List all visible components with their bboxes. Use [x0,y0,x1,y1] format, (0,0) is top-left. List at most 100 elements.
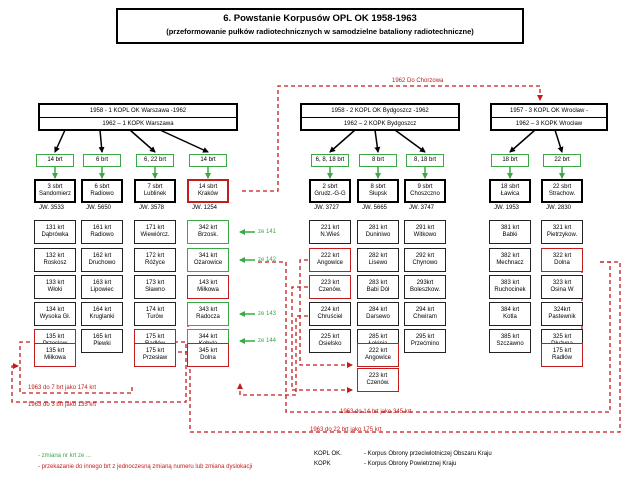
company-number: 293krt [416,279,434,286]
company-number: 225 krt [320,333,340,340]
transfer-label-2: 1963 do 3 brt jako 135 krt [28,402,97,408]
regiment-location: Grudz.-G-G [314,191,346,197]
company-location: Babi Dół [366,287,390,293]
page-subtitle: (przeformowanie pułków radiotechnicznych… [166,27,474,36]
company-number: 383 krt [500,279,520,286]
company-location: Sławno [145,287,165,293]
company-number: 321 krt [552,224,572,231]
company-number: 133 krt [45,279,65,286]
corps-2-line2: 1962 – 2 KOPK Bydgoszcz [343,121,417,127]
legend-red: - przekazanie do innego brt z jednoczesn… [38,464,253,470]
brigade-box: 6, 22 brt [136,154,174,167]
company-location: Przećmino [410,341,440,347]
company-location: Chynowo [412,260,438,266]
brigade-label: 6, 8, 18 brt [315,156,345,163]
transfer-label-3: 1963 do 14 brt jako 345 krt [340,409,412,415]
regiment-jw: JW. 2830 [546,205,572,211]
regiment-number: 7 sbrt [147,183,163,190]
company-location: Plewki [93,341,111,347]
regiment-location: Sandomierz [38,191,71,197]
regiment-number: 8 sbrt [370,183,386,190]
regiment-location: Ławica [500,191,520,197]
regiment-location: Radiowo [90,191,114,197]
company-number: 164 krt [92,306,112,313]
regiment-location: Choszczno [410,191,440,197]
company-location: Wiewiórcz. [140,232,170,238]
company-number: 283 krt [368,279,388,286]
brigade-box: 14 brt [36,154,74,167]
company-location: Czenów. [318,287,342,293]
corps-1-line1: 1958 - 1 KOPL OK Warszawa -1962 [40,105,236,118]
company-number: 161 krt [92,224,112,231]
company-location: Lisewo [368,260,388,266]
company-number: 174 krt [145,306,165,313]
company-number: 285 krt [368,333,388,340]
company-location: Dolna [554,260,570,266]
corps-3-line1: 1957 - 3 KOPL OK Wrocław - [492,105,606,118]
company-location: Szczawno [496,341,524,347]
company-location: Druchowo [88,260,116,266]
company-number: 135 krt [45,333,65,340]
company-location: Lipowiec [90,287,114,293]
brigade-label: 18 brt [502,156,518,163]
company-location: Ruchocinek [494,287,526,293]
company-location: Miłkowa [197,287,219,293]
company-location: Różyce [144,260,165,266]
company-location: Turów [146,314,164,320]
brigade-label: 8, 18 brt [413,156,436,163]
company-location: Darsewo [366,314,390,320]
regiment-number: 9 sbrt [417,183,433,190]
company-number: 381 krt [500,224,520,231]
company-number: 172 krt [145,252,165,259]
company-location: Brzosk. [197,232,218,238]
company-number: 323 krt [552,279,572,286]
regiment-location: Słupsk [368,191,387,197]
transfer-label-1: 1963 do 7 brt jako 174 krt [28,385,97,391]
regiment-jw: JW. 1254 [192,205,218,211]
page-title: 6. Powstanie Korpusów OPL OK 1958-1963 [223,13,417,24]
company-location: Mechnacz [496,260,524,266]
company-number: 281 krt [368,224,388,231]
brigade-label: 14 brt [47,156,63,163]
company-number: 222 krt [320,252,340,259]
from-chorzow-label: 1962 Do Chorzowa [392,78,444,84]
company-number: 223 krt [320,279,340,286]
company-number: 173 krt [145,279,165,286]
company-number: 171 krt [145,224,165,231]
company-number: 284 krt [368,306,388,313]
regiment-jw: JW. 3533 [39,205,65,211]
company-location: Duniniwo [365,232,391,238]
corps-2-line1: 1958 - 2 KOPL OK Bydgoszcz -1962 [302,105,458,118]
regiment-location: Strachow. [548,191,576,197]
company-location: Babki [502,232,518,238]
company-location: Chruściel [317,314,343,320]
company-location: Miłkowa [44,355,66,361]
company-location: Wysoka Gł. [39,314,71,320]
regiment-jw: JW. 3727 [314,205,340,211]
company-number: 134 krt [45,306,65,313]
regiment-jw: JW. 5650 [86,205,112,211]
